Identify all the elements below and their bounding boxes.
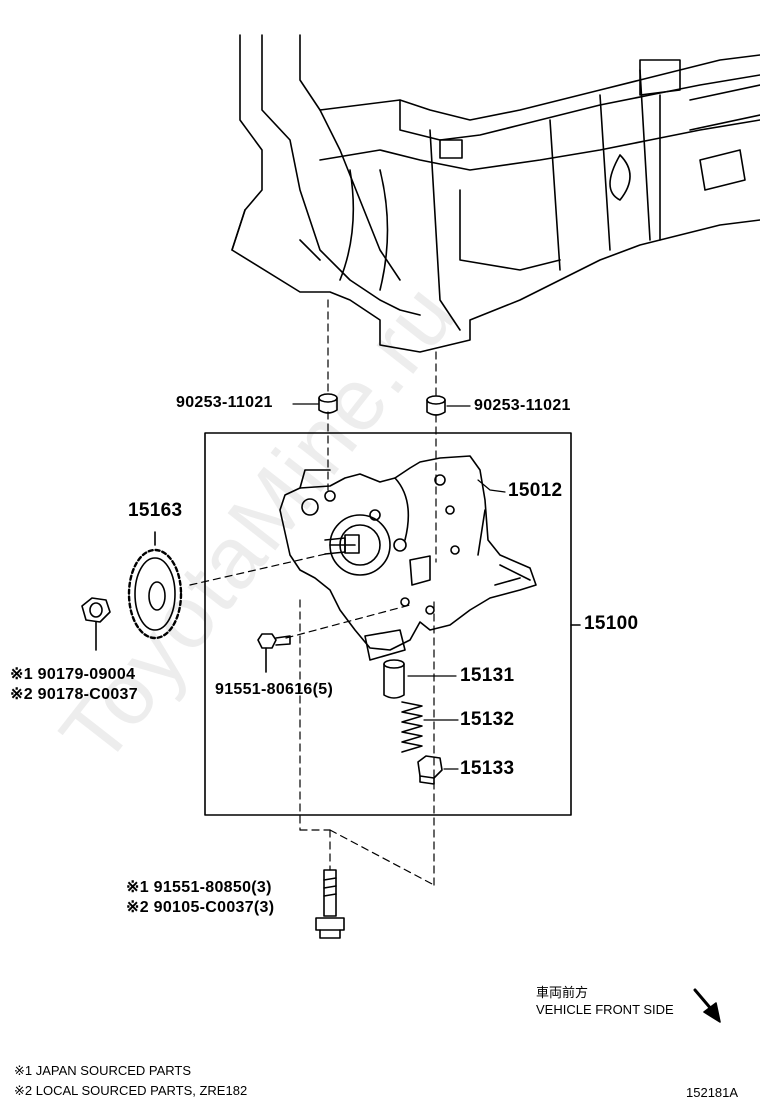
direction-japanese: 車両前方: [536, 985, 589, 1000]
callout-bolt-long-1: ※1 91551-80850(3): [126, 879, 272, 896]
plug: [417, 755, 443, 785]
callout-nut-2: ※2 90178-C0037: [10, 686, 138, 703]
callout-sleeve-right: 90253-11021: [474, 397, 571, 414]
callout-cover: 15012: [508, 480, 563, 501]
relief-valve: [383, 659, 405, 699]
callout-sprocket: 15163: [128, 500, 183, 521]
figure-id: 152181A: [686, 1085, 739, 1100]
leader-lines: [292, 403, 506, 770]
alignment-lines: [189, 299, 437, 886]
callout-plug: 15133: [460, 758, 515, 779]
sleeve-left: [318, 393, 338, 414]
callout-relief-valve: 15131: [460, 665, 515, 686]
footnote-2: ※2 LOCAL SOURCED PARTS, ZRE182: [14, 1083, 248, 1098]
callout-sleeve-left: 90253-11021: [176, 394, 273, 411]
spring: [401, 701, 423, 753]
oil-pump-body: [279, 455, 537, 661]
footnote-1: ※1 JAPAN SOURCED PARTS: [14, 1063, 192, 1078]
callout-bolt-small: 91551-80616(5): [215, 681, 334, 698]
long-bolt: [315, 869, 345, 939]
engine-block: [231, 34, 760, 353]
direction-english: VEHICLE FRONT SIDE: [536, 1002, 674, 1017]
assembly-box: [204, 432, 572, 816]
callout-spring: 15132: [460, 709, 515, 730]
callout-bolt-long-2: ※2 90105-C0037(3): [126, 899, 275, 916]
callout-nut-1: ※1 90179-09004: [10, 666, 136, 683]
sprocket: [127, 531, 183, 640]
callout-pump-assembly: 15100: [584, 613, 639, 634]
small-bolt: [257, 633, 291, 673]
sleeve-right: [426, 395, 446, 416]
nut: [81, 597, 111, 651]
direction-arrow-icon: [693, 988, 721, 1023]
